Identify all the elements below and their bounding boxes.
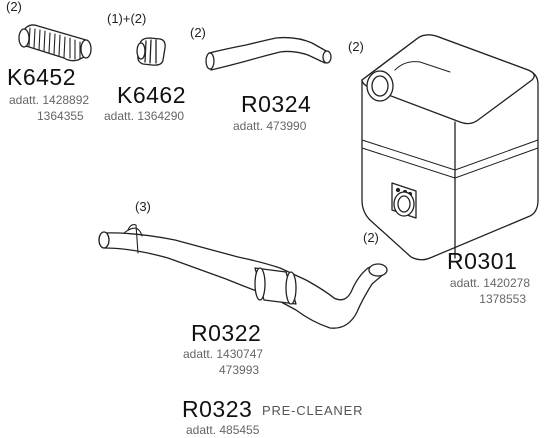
part-ref-k6462-1: adatt. 1364290 — [104, 109, 185, 123]
part-qty-r0301: (2) — [348, 39, 364, 54]
part-ref-r0323-1: adatt. 485455 — [186, 423, 260, 437]
part-code-r0324: R0324 — [241, 91, 312, 117]
clamp-illustration — [136, 37, 166, 66]
part-code-r0322: R0322 — [191, 320, 262, 346]
part-code-k6462: K6462 — [117, 82, 187, 108]
part-qty-k6462: (1)+(2) — [107, 11, 147, 26]
part-code-r0323: R0323 — [182, 396, 253, 422]
long-bent-pipe-illustration — [98, 224, 388, 329]
part-ref-r0301-2: 1378553 — [479, 292, 526, 306]
part-ref-k6452-1: adatt. 1428892 — [9, 93, 90, 107]
muffler-illustration — [361, 34, 539, 261]
part-code-k6452: K6452 — [7, 64, 77, 90]
part-qty-r0322: (3) — [135, 199, 151, 214]
part-ref-r0301-1: adatt. 1420278 — [449, 276, 530, 290]
flex-hose-illustration — [18, 24, 92, 62]
curved-pipe-illustration — [205, 36, 332, 71]
part-ref-r0324-1: adatt. 473990 — [233, 119, 307, 133]
part-code-r0301: R0301 — [447, 248, 518, 274]
part-ref-k6452-2: 1364355 — [37, 109, 84, 123]
part-ref-r0322-1: adatt. 1430747 — [183, 347, 264, 361]
part-qty-k6452: (2) — [6, 0, 22, 14]
part-ref-r0322-2: 473993 — [219, 363, 260, 377]
part-note-r0323: PRE-CLEANER — [262, 403, 364, 418]
part-qty-r0301-outlet: (2) — [363, 230, 379, 245]
part-qty-r0324: (2) — [190, 25, 206, 40]
